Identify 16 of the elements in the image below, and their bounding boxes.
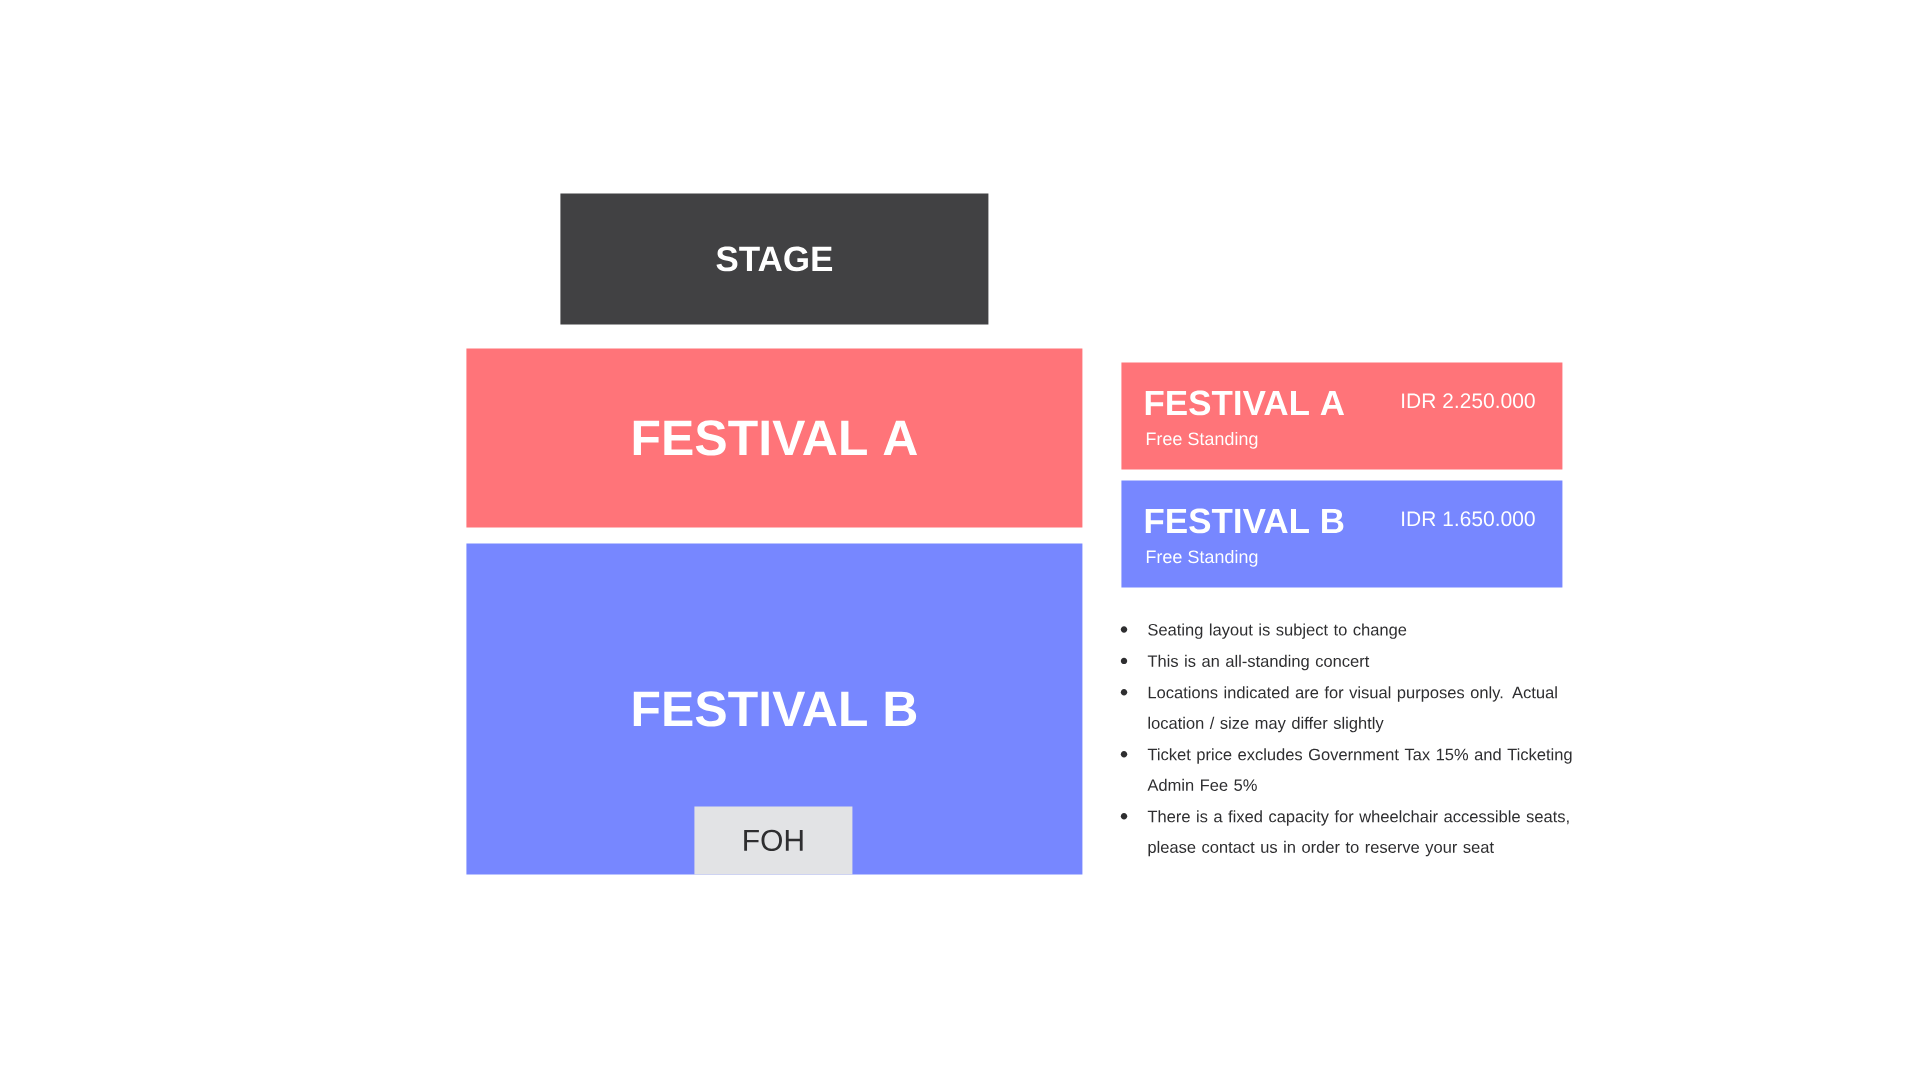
bullet-note: Ticket price excludes Government Tax 15% and Ticketing Admin Fee 5%	[1147, 748, 1572, 791]
stage-block: STAGE	[560, 193, 989, 325]
seating-zone: FESTIVAL A	[466, 348, 1083, 528]
ticket-price: IDR 2.250.000	[1402, 393, 1535, 409]
ticket-card	[1121, 480, 1563, 588]
ticket-type: Free Standing	[1146, 431, 1258, 449]
foh-box: FOH	[694, 806, 853, 875]
card-title: FESTIVAL A	[1145, 390, 1345, 416]
bullet-note: Locations indicated are for visual purposes only. Actual location / size may differ slightly	[1148, 686, 1557, 733]
card-title: FESTIVAL B	[1145, 508, 1344, 534]
bullet-note: There is a fixed capacity for wheelchair accessible seats, please contact us in order to reserve your seat	[1147, 810, 1569, 857]
ticket-price: IDR 1.650.000	[1402, 511, 1535, 527]
bullet-note: Seating layout is subject to change	[1148, 623, 1407, 639]
ticket-card	[1121, 362, 1563, 470]
ticket-type: Free Standing	[1146, 549, 1258, 567]
bullet-note: This is an all-standing concert	[1147, 654, 1370, 671]
